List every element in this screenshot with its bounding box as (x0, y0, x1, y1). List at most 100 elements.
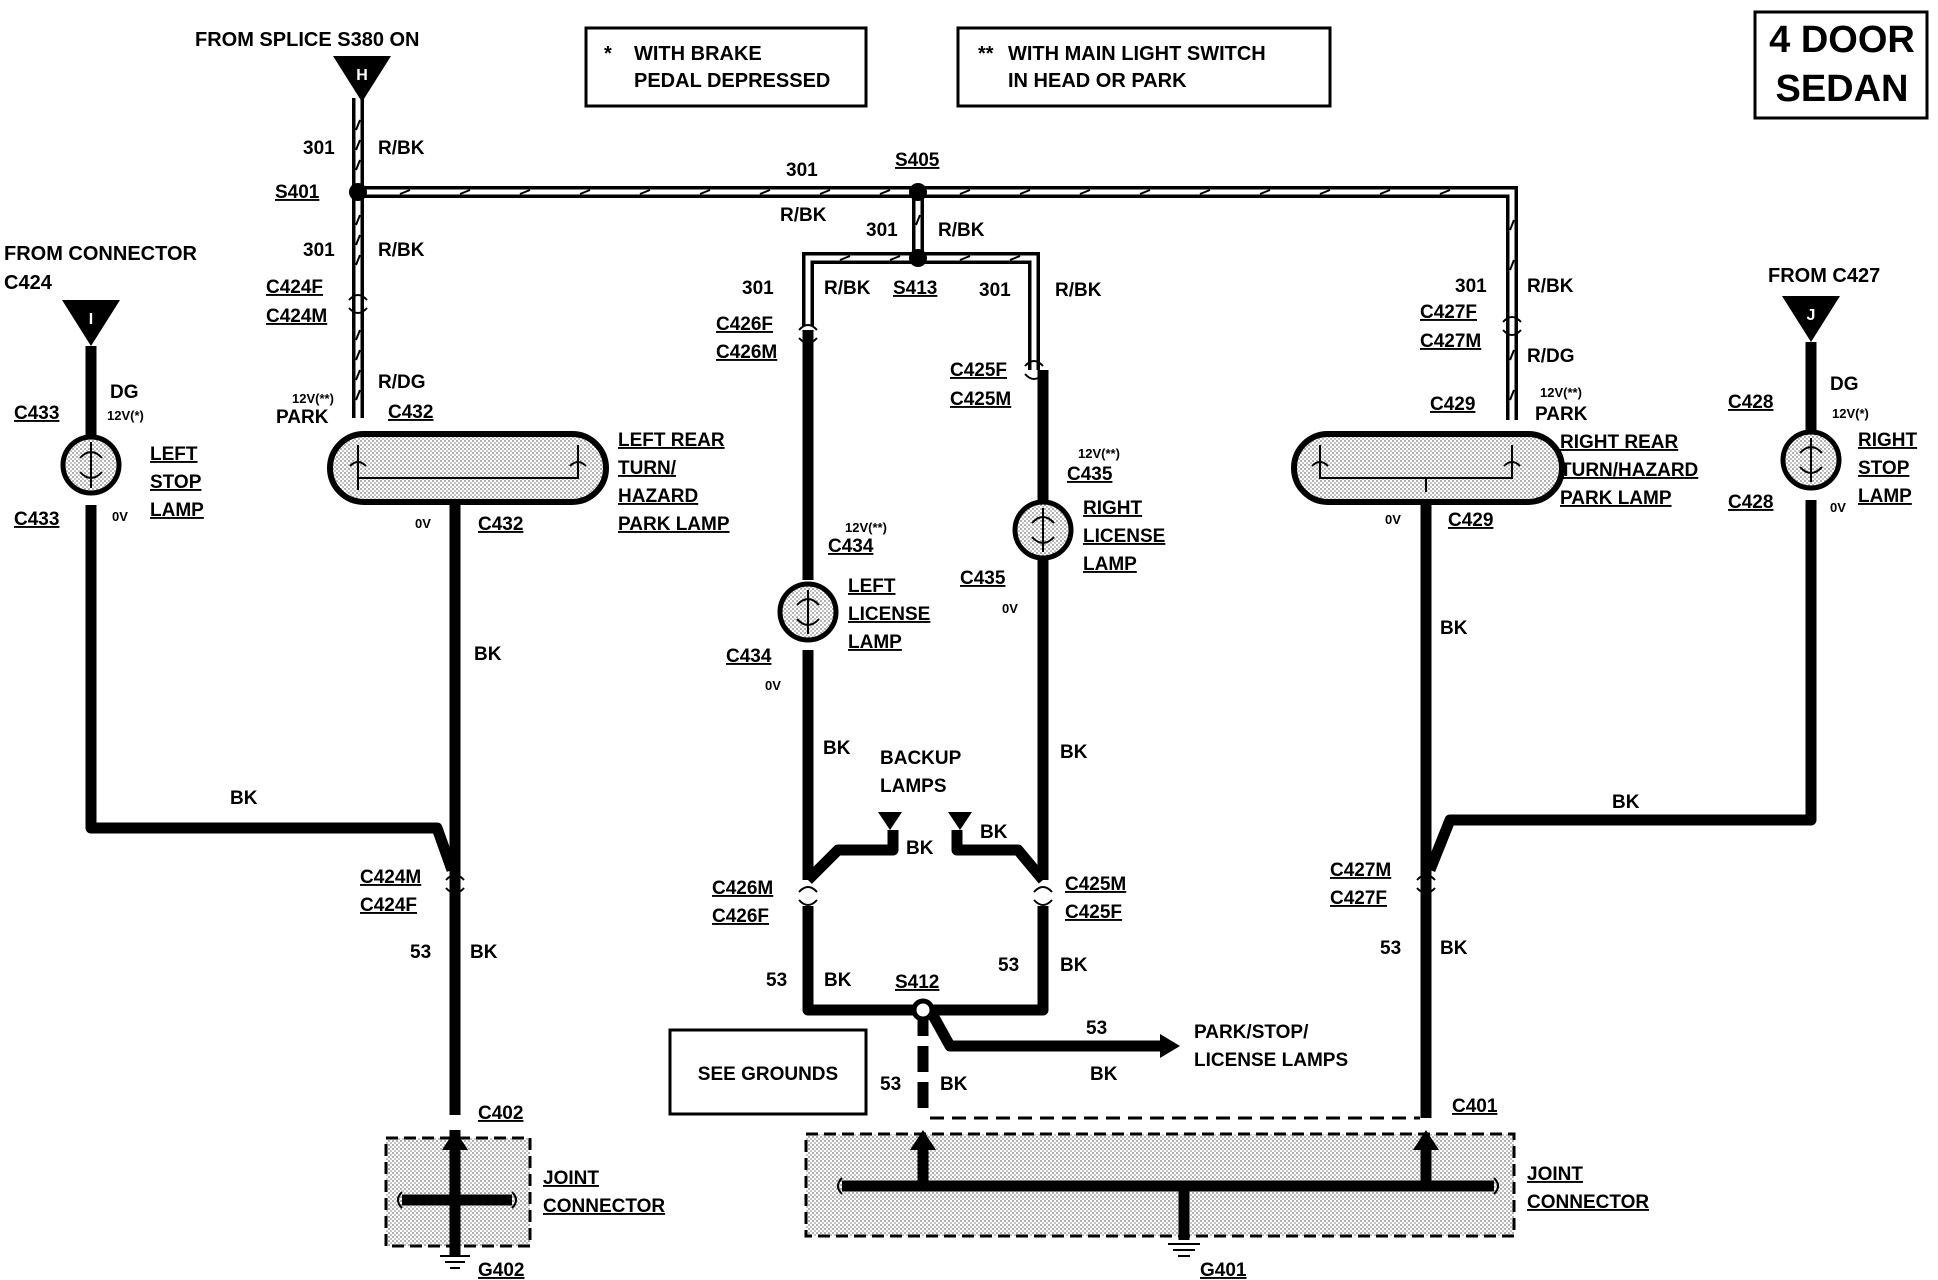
svg-text:RIGHT: RIGHT (1858, 430, 1918, 451)
svg-text:LEFT: LEFT (150, 444, 198, 465)
connector-c432-top: C432 (388, 402, 433, 423)
connector-c435-bottom: C435 (960, 568, 1006, 589)
svg-text:R/DG: R/DG (1527, 346, 1575, 367)
title-box: 4 DOOR SEDAN (1753, 10, 1929, 120)
splice-s405: S405 (895, 150, 940, 171)
svg-text:BACKUP: BACKUP (880, 748, 962, 769)
left-license-lamp (777, 581, 839, 643)
svg-text:4 DOOR: 4 DOOR (1769, 19, 1915, 61)
svg-text:301: 301 (303, 138, 335, 159)
svg-text:301: 301 (303, 240, 335, 261)
svg-text:PARK LAMP: PARK LAMP (1560, 488, 1672, 509)
svg-text:PARK/STOP/: PARK/STOP/ (1194, 1022, 1309, 1043)
svg-text:WITH BRAKE: WITH BRAKE (634, 43, 762, 65)
label-right-stop-lamp: RIGHT STOP LAMP (1858, 430, 1918, 507)
svg-text:LAMP: LAMP (150, 500, 204, 521)
svg-text:JOINT: JOINT (543, 1168, 599, 1189)
svg-text:TURN/: TURN/ (618, 458, 677, 479)
connector-c425f-lower: C425F (1065, 902, 1122, 923)
svg-text:R/BK: R/BK (780, 205, 827, 226)
svg-text:LEFT: LEFT (848, 576, 896, 597)
note-light: ** WITH MAIN LIGHT SWITCH IN HEAD OR PAR… (956, 26, 1332, 108)
svg-text:CONNECTOR: CONNECTOR (1527, 1192, 1649, 1213)
wire-dg-left: DG (110, 382, 139, 403)
svg-text:PARK LAMP: PARK LAMP (618, 514, 730, 535)
ground-g401: G401 (1200, 1260, 1247, 1280)
joint-connector-left (384, 1130, 532, 1269)
connector-c429-bottom: C429 (1448, 510, 1493, 531)
wire-53-park-stop: 53 (1086, 1018, 1107, 1039)
ground-g402: G402 (478, 1260, 524, 1280)
park-left: PARK (276, 407, 329, 428)
splice-s412: S412 (895, 972, 939, 993)
svg-text:PEDAL DEPRESSED: PEDAL DEPRESSED (634, 70, 830, 92)
splice-s401: S401 (275, 182, 320, 203)
wire-bk-center-left: BK (824, 970, 852, 991)
splice-s405-dot (909, 183, 927, 201)
connector-c435-top: C435 (1067, 464, 1113, 485)
connector-c401: C401 (1452, 1096, 1498, 1117)
svg-text:TURN/HAZARD: TURN/HAZARD (1560, 460, 1698, 481)
svg-text:R/BK: R/BK (938, 220, 985, 241)
svg-text:LICENSE: LICENSE (1083, 526, 1165, 547)
wire-bk-center-right: BK (1060, 955, 1088, 976)
right-rear-lamp (1291, 431, 1565, 505)
svg-text:R/BK: R/BK (824, 278, 871, 299)
svg-text:*: * (604, 43, 612, 65)
svg-text:**: ** (978, 43, 994, 65)
wire-53-left: 53 (410, 942, 431, 963)
voltage-left-stop: 12V(*) (107, 408, 144, 423)
connector-marks-upper (348, 294, 1522, 380)
wire-bk-left-rear: BK (474, 644, 502, 665)
connector-c433-bottom: C433 (14, 509, 59, 530)
connector-c426m: C426M (716, 342, 777, 363)
connector-c425-lower-mark (1033, 886, 1053, 906)
svg-text:CONNECTOR: CONNECTOR (543, 1196, 665, 1217)
wire-53-right: 53 (1380, 938, 1401, 959)
voltage-left-license-0v: 0V (765, 678, 781, 693)
connector-c424-lower-mark (445, 874, 465, 894)
wire-bk-left-lower: BK (470, 942, 498, 963)
splice-s413-dot (909, 249, 927, 267)
connector-c425f: C425F (950, 360, 1007, 381)
connector-c429-top: C429 (1430, 394, 1475, 415)
connector-c428-bottom: C428 (1728, 492, 1773, 513)
voltage-left-rear-0v: 0V (415, 516, 431, 531)
label-joint-connector-right: JOINT CONNECTOR (1527, 1164, 1649, 1213)
svg-text:STOP: STOP (1858, 458, 1910, 479)
svg-text:301: 301 (742, 278, 774, 299)
svg-text:STOP: STOP (150, 472, 202, 493)
svg-text:SEE GROUNDS: SEE GROUNDS (698, 1064, 838, 1085)
connector-c434-bottom: C434 (726, 646, 772, 667)
connector-c433-top: C433 (14, 403, 59, 424)
svg-text:301: 301 (1455, 276, 1487, 297)
svg-text:FROM CONNECTOR: FROM CONNECTOR (4, 243, 198, 265)
connector-c424f: C424F (266, 277, 323, 298)
voltage-right-license: 12V(**) (1078, 446, 1120, 461)
svg-text:RIGHT: RIGHT (1083, 498, 1143, 519)
see-grounds-box: SEE GROUNDS (668, 1028, 868, 1116)
svg-text:H: H (356, 67, 368, 84)
voltage-left-license: 12V(**) (845, 520, 887, 535)
wire-labels-301: 301 R/BK 301 R/BK 301 R/BK 301 R/BK 301 … (303, 138, 1575, 393)
wire-to-park-stop (925, 1007, 1160, 1052)
connector-c426m-lower: C426M (712, 878, 773, 899)
connector-c424m: C424M (266, 306, 327, 327)
connector-c402: C402 (478, 1103, 523, 1124)
left-stop-lamp (60, 434, 122, 496)
svg-text:R/BK: R/BK (1527, 276, 1574, 297)
source-i: FROM CONNECTOR C424 I (4, 243, 198, 346)
svg-text:C424: C424 (4, 272, 53, 294)
voltage-right-rear: 12V(**) (1540, 385, 1582, 400)
voltage-right-license-0v: 0V (1002, 601, 1018, 616)
note-brake: * WITH BRAKE PEDAL DEPRESSED (584, 26, 868, 108)
connector-c424m-lower: C424M (360, 867, 421, 888)
svg-text:J: J (1807, 307, 1816, 324)
label-park-stop-lamps: PARK/STOP/ LICENSE LAMPS (1194, 1022, 1348, 1071)
wire-bk-right-lower: BK (1440, 938, 1468, 959)
label-left-license-lamp: LEFT LICENSE LAMP (848, 576, 930, 653)
svg-text:R/BK: R/BK (378, 138, 425, 159)
connector-c427f: C427F (1420, 302, 1477, 323)
connector-c426-lower-mark (798, 886, 818, 906)
splice-s413: S413 (893, 278, 937, 299)
